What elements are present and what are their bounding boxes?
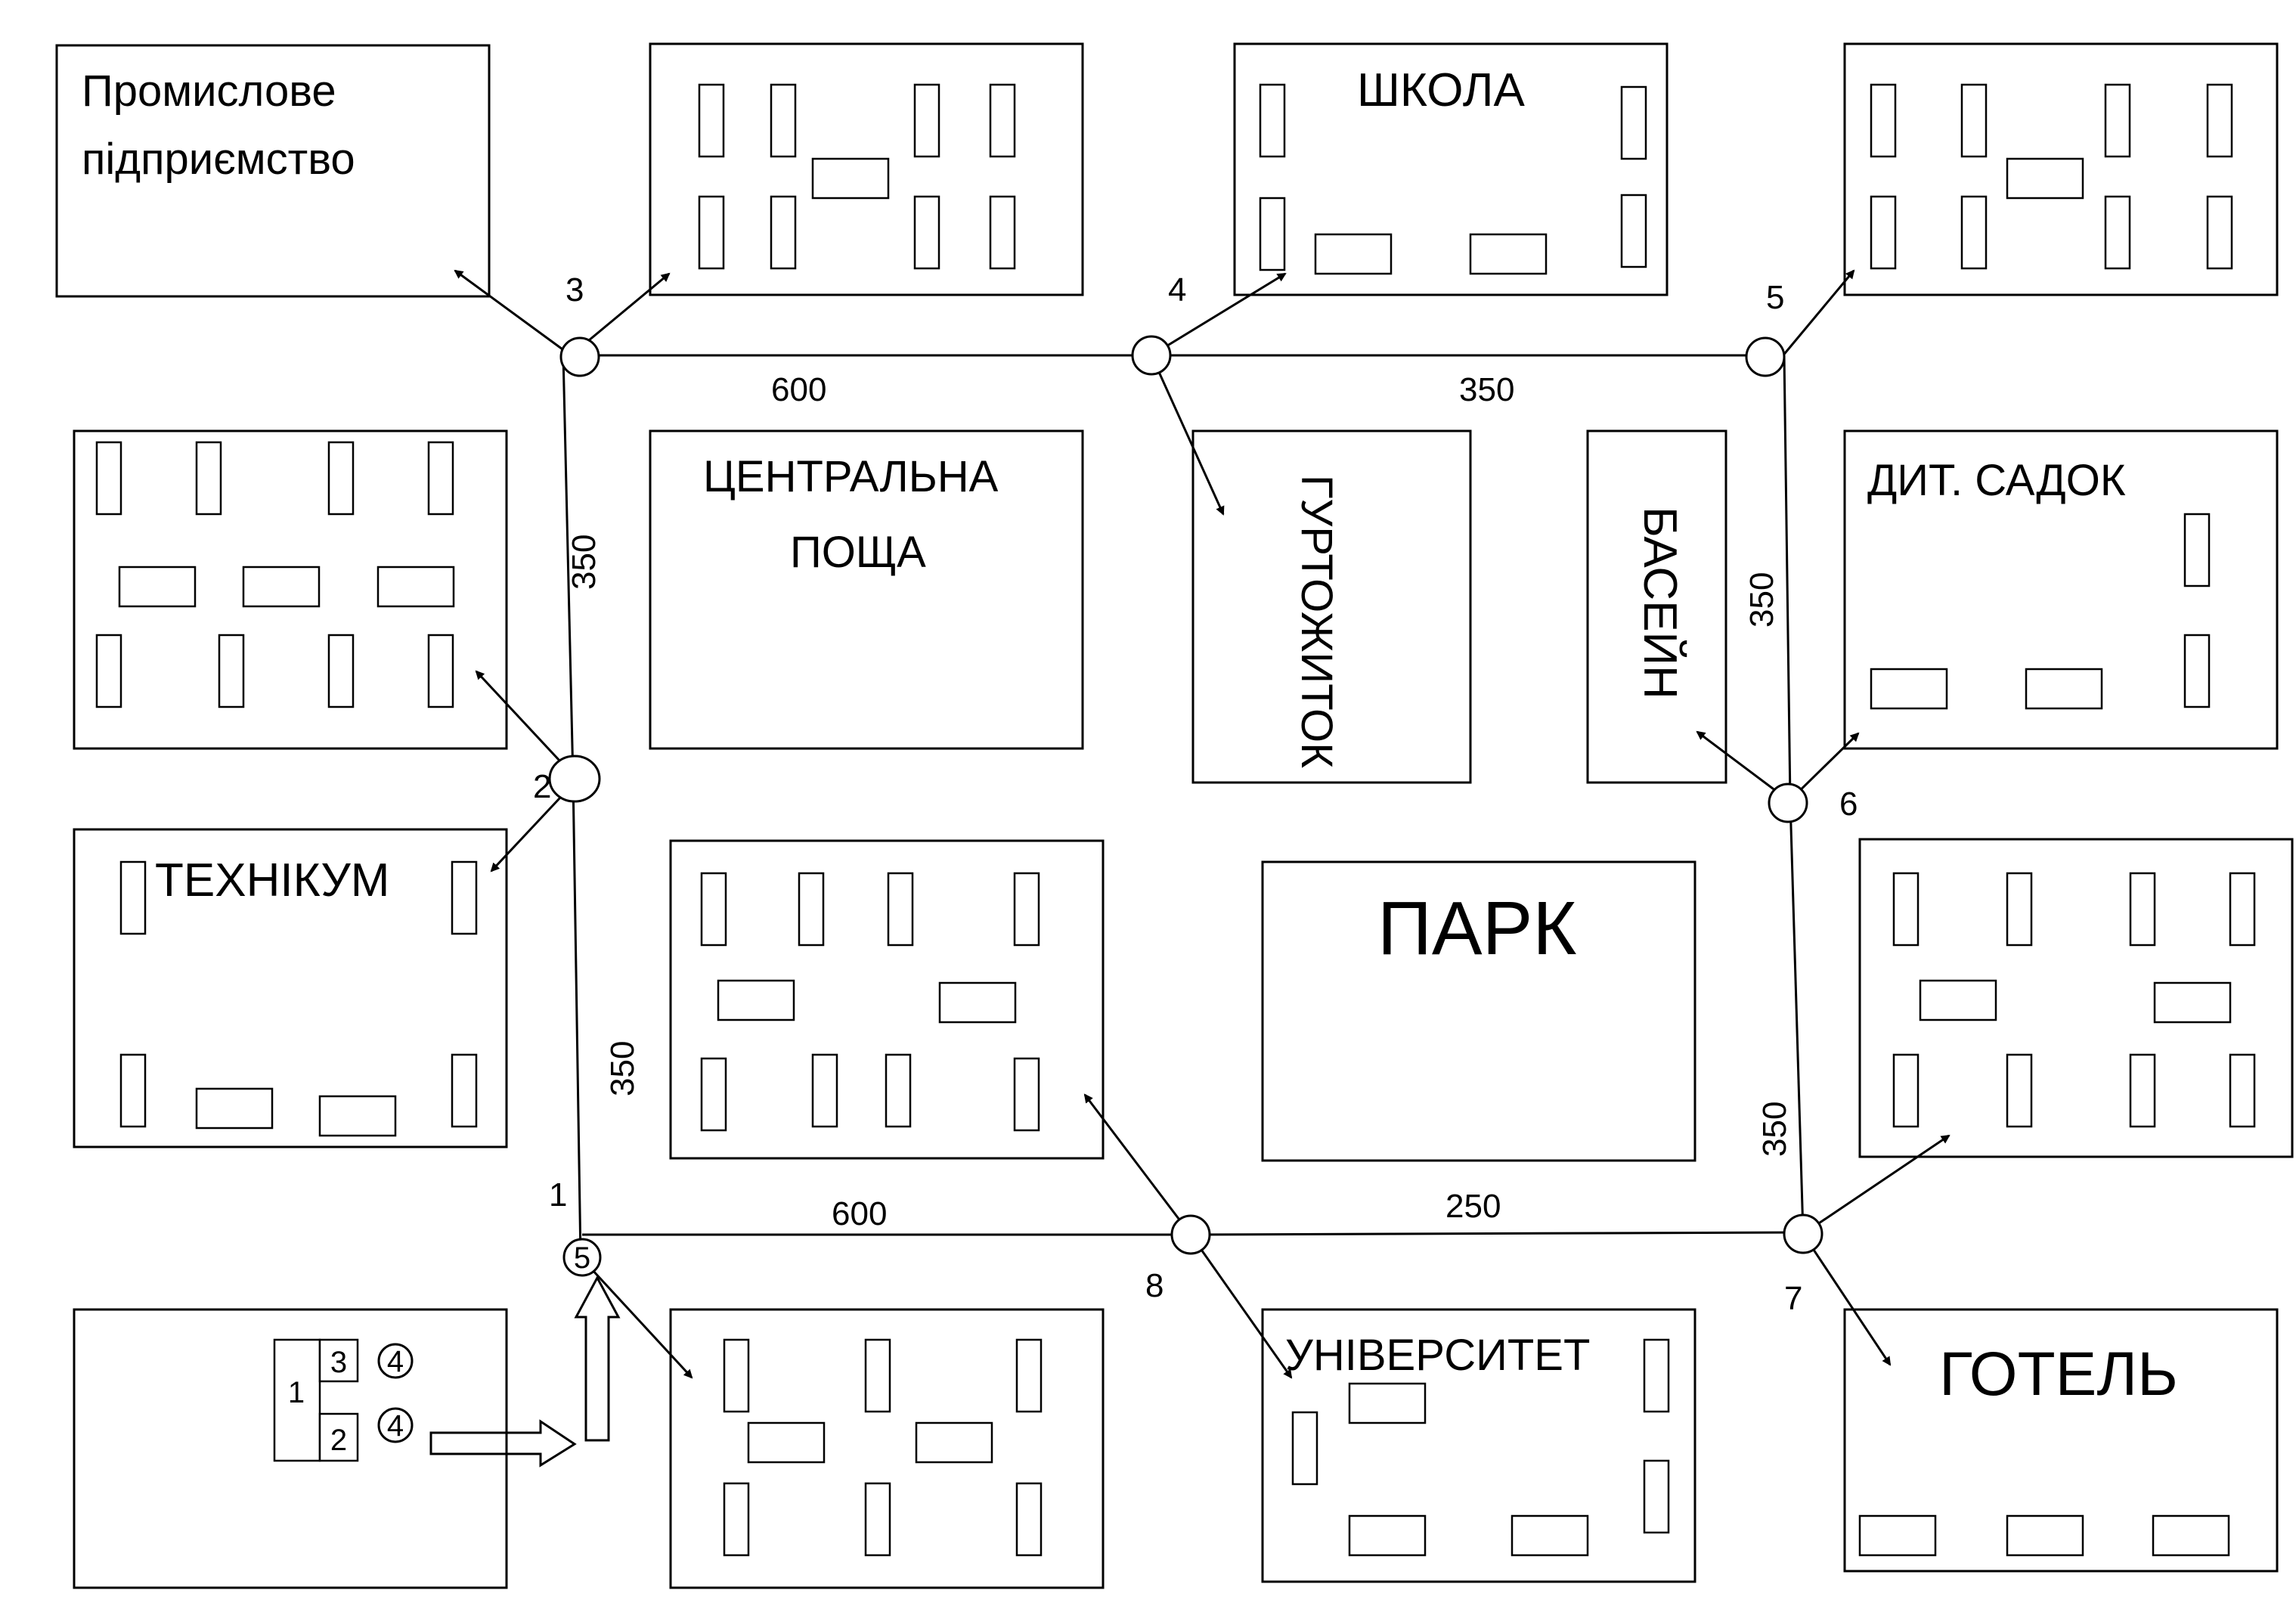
node-label-8: 8 — [1145, 1267, 1163, 1304]
block-residential-top-1 — [649, 42, 1084, 296]
block-central-square: ЦЕНТРАЛЬНА ПОЩА — [649, 429, 1084, 750]
depot-exit-arrow-vertical — [574, 1275, 621, 1442]
kindergarten-label: ДИТ. САДОК — [1867, 456, 2126, 505]
distance-top-left: 600 — [771, 371, 826, 408]
depot-main-unit — [273, 1338, 321, 1462]
road-2-1 — [572, 778, 582, 1260]
central-square-label-line1: ЦЕНТРАЛЬНА — [703, 452, 999, 501]
node-1-marker-label: 5 — [574, 1241, 590, 1275]
node-3 — [559, 336, 600, 377]
industrial-label-line1: Промислове — [82, 67, 336, 116]
university-label: УНІВЕРСИТЕТ — [1285, 1331, 1590, 1380]
distance-right-upper: 350 — [1743, 572, 1780, 628]
block-technical-school: ТЕХНІКУМ — [73, 828, 508, 1148]
depot-unit-top-label: 3 — [330, 1346, 347, 1379]
distance-bottom-right: 250 — [1445, 1188, 1501, 1225]
road-3-2 — [562, 355, 575, 780]
block-residential-top-2 — [1843, 42, 2279, 296]
node-5 — [1745, 336, 1786, 377]
distance-left-upper: 350 — [565, 535, 603, 590]
arrow-4-dormitory — [1150, 355, 1225, 516]
central-square-label-line2: ПОЩА — [790, 528, 926, 577]
node-6 — [1768, 783, 1808, 823]
block-hotel: ГОТЕЛЬ — [1843, 1308, 2279, 1573]
dormitory-label: ГУРТОЖИТОК — [1292, 475, 1341, 768]
node-label-3: 3 — [565, 271, 584, 308]
road-8-7 — [1190, 1231, 1804, 1236]
depot-unit-bottom-label: 2 — [330, 1424, 347, 1457]
arrow-2-residential — [475, 670, 572, 774]
depot-unit-bottom — [318, 1412, 359, 1462]
block-school: ШКОЛА — [1233, 42, 1669, 296]
distance-bottom-left: 600 — [832, 1195, 887, 1232]
park-label: ПАРК — [1377, 886, 1577, 971]
depot-main-label: 1 — [288, 1376, 305, 1409]
block-university: УНІВЕРСИТЕТ — [1261, 1308, 1696, 1583]
node-1 — [562, 1238, 602, 1277]
depot-marker-top — [377, 1343, 414, 1379]
arrow-2-technical-school — [490, 785, 572, 872]
arrow-4-school — [1151, 272, 1287, 357]
road-network — [562, 354, 1805, 1260]
connection-arrows — [454, 269, 1951, 1379]
route-nodes: 5 — [548, 335, 1823, 1277]
arrow-8-residential — [1083, 1093, 1192, 1235]
road-6-7 — [1789, 801, 1805, 1233]
technical-school-label: ТЕХНІКУМ — [155, 854, 389, 907]
depot-marker-top-label: 4 — [387, 1345, 404, 1378]
block-residential-left-1 — [73, 429, 508, 750]
block-kindergarten: ДИТ. САДОК — [1843, 429, 2279, 750]
block-park: ПАРК — [1261, 860, 1696, 1162]
block-dormitory: ГУРТОЖИТОК — [1191, 429, 1472, 784]
node-label-4: 4 — [1168, 271, 1186, 308]
arrow-3-industrial — [454, 269, 572, 357]
block-pool: БАСЕЙН — [1586, 429, 1727, 784]
node-8 — [1170, 1214, 1211, 1255]
node-4 — [1131, 335, 1172, 376]
depot-unit-top — [318, 1338, 359, 1383]
node-2 — [548, 755, 601, 803]
depot-marker-bottom — [377, 1407, 414, 1443]
road-5-6 — [1783, 355, 1792, 802]
node-label-7: 7 — [1784, 1280, 1802, 1317]
arrow-5-residential — [1777, 269, 1855, 362]
hotel-label: ГОТЕЛЬ — [1939, 1340, 2178, 1409]
arrow-7-hotel — [1802, 1233, 1892, 1366]
distance-top-right: 350 — [1459, 371, 1514, 408]
node-7 — [1783, 1213, 1823, 1254]
node-label-5: 5 — [1766, 279, 1784, 316]
node-label-2: 2 — [533, 768, 551, 805]
depot-exit-arrow-horizontal — [429, 1419, 577, 1468]
node-label-6: 6 — [1839, 786, 1858, 823]
distance-left-lower: 350 — [604, 1041, 641, 1096]
block-residential-bottom — [669, 1308, 1105, 1589]
node-label-1: 1 — [549, 1176, 567, 1213]
arrow-1-residential — [581, 1257, 693, 1379]
block-depot: 1 3 2 4 4 — [73, 1308, 508, 1589]
arrow-7-residential — [1802, 1134, 1951, 1235]
arrow-6-pool — [1696, 730, 1789, 801]
industrial-label-line2: підприємство — [82, 135, 355, 184]
depot-marker-bottom-label: 4 — [387, 1409, 404, 1443]
arrow-8-university — [1189, 1234, 1293, 1379]
block-industrial-enterprise: Промислове підприємство — [55, 44, 491, 298]
block-residential-center — [669, 839, 1105, 1160]
distance-right-lower: 350 — [1756, 1102, 1793, 1157]
pool-label: БАСЕЙН — [1634, 507, 1687, 699]
school-label: ШКОЛА — [1357, 64, 1525, 116]
block-residential-right — [1858, 838, 2294, 1158]
